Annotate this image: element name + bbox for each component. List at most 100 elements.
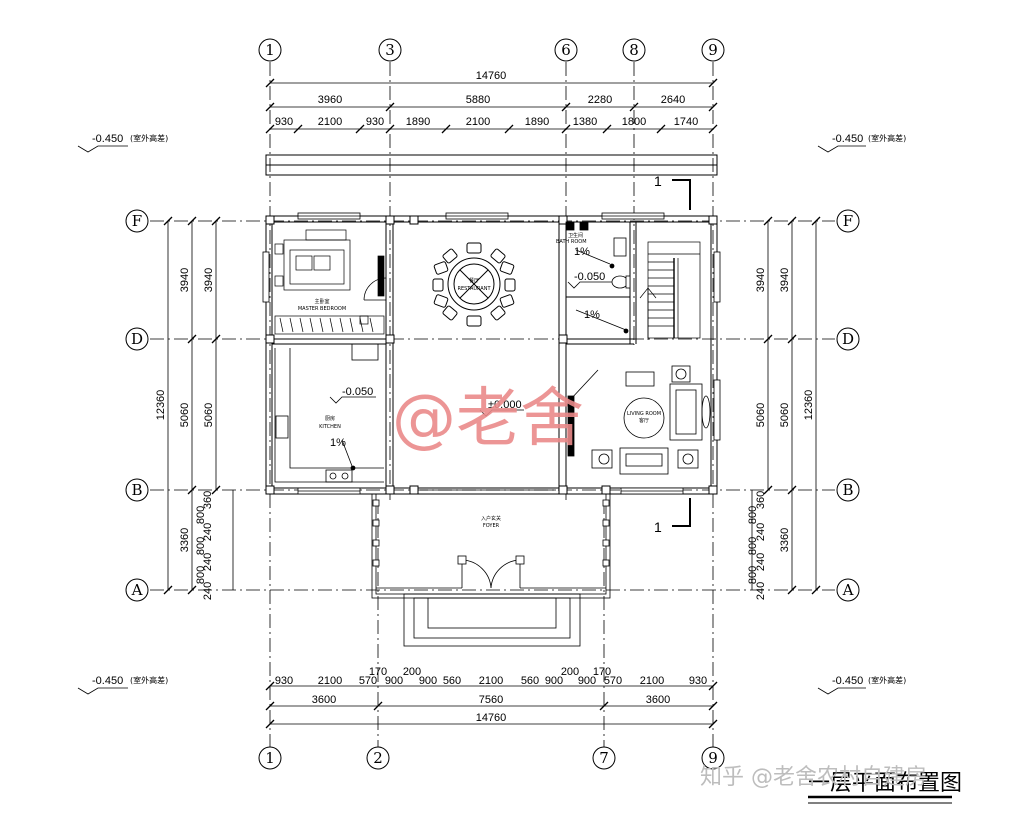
section-mark-top xyxy=(672,179,691,210)
bottom-dim-row1: 560 xyxy=(521,675,539,687)
room-label-living-cn: 客厅 xyxy=(639,417,649,424)
svg-text:-0.050: -0.050 xyxy=(574,271,605,283)
svg-text:-0.450: -0.450 xyxy=(92,133,123,145)
top-dim-row2: 2640 xyxy=(661,94,685,106)
svg-text:-0.050: -0.050 xyxy=(342,386,373,398)
bottom-dim-row1: 930 xyxy=(275,675,293,687)
bottom-dim-row1: 900 xyxy=(545,675,563,687)
svg-text:F: F xyxy=(843,212,853,230)
bottom-dim-small: 200 xyxy=(403,666,421,678)
room-label-foyer-en: FOYER xyxy=(483,523,500,529)
right-dim-row2: 5060 xyxy=(779,403,791,427)
outside-level-marker-tr: -0.450 (室外高差) xyxy=(817,133,906,153)
svg-text:8: 8 xyxy=(629,41,639,59)
axis-bubbles-left: F D B A xyxy=(125,209,149,602)
room-label-foyer-cn: 入户玄关 xyxy=(481,515,501,522)
bottom-dim-small: 200 xyxy=(561,666,579,678)
outside-level-marker-bl: -0.450 (室外高差) xyxy=(77,675,168,695)
right-dim-stack: 240 xyxy=(755,553,767,571)
bath-slope-2: 1% xyxy=(584,309,600,321)
kitchen-level-marker: -0.050 xyxy=(329,386,376,404)
brand-watermark: 知乎 @老舍农村自建房 xyxy=(700,765,927,790)
top-dim-row2: 2280 xyxy=(588,94,612,106)
axis-bubble-B-right: B xyxy=(836,478,860,502)
room-label-dining-en: RESTAURANT xyxy=(457,286,491,292)
room-label-dining-cn: 餐厅 xyxy=(469,277,479,284)
bottom-dim-row1: 2100 xyxy=(640,675,664,687)
svg-text:D: D xyxy=(842,330,854,348)
room-label-bedroom-cn: 主卧室 xyxy=(314,298,329,305)
top-dim-row3: 930 xyxy=(366,116,384,128)
bottom-dim-row1: 2100 xyxy=(479,675,503,687)
room-label-bath-cn: 卫生间 xyxy=(568,232,583,239)
top-dim-row3: 1800 xyxy=(622,116,646,128)
right-dim-row3: 3940 xyxy=(755,268,767,292)
axis-bubbles-top: 1 3 6 8 9 xyxy=(258,38,725,62)
svg-text:(室外高差): (室外高差) xyxy=(868,675,906,685)
top-dim-row3: 1380 xyxy=(573,116,597,128)
room-label-bedroom-en: MASTER BEDROOM xyxy=(298,306,346,312)
room-label-living-en: LIVING ROOM xyxy=(627,411,661,417)
floor-level-marker: ±0.000 xyxy=(479,399,524,417)
axis-bubble-9-bottom: 9 xyxy=(701,746,725,770)
right-dim-stack: 240 xyxy=(755,523,767,541)
top-dim-row2: 5880 xyxy=(466,94,490,106)
top-dim-row3: 1890 xyxy=(525,116,549,128)
left-dim-total: 12360 xyxy=(155,390,167,421)
axis-bubble-B-left: B xyxy=(125,478,149,502)
right-dim-total: 12360 xyxy=(803,390,815,421)
top-dim-row3: 2100 xyxy=(466,116,490,128)
left-dim-row2: 3360 xyxy=(179,528,191,552)
outside-level-marker-br: -0.450 (室外高差) xyxy=(817,675,906,695)
svg-text:D: D xyxy=(131,330,143,348)
room-label-kitchen-cn: 厨房 xyxy=(325,415,335,422)
bottom-dim-row1: 570 xyxy=(604,675,622,687)
top-dim-row3: 1740 xyxy=(674,116,698,128)
foyer-porch xyxy=(371,489,611,647)
axis-bubbles-bottom: 1 2 7 9 xyxy=(258,746,725,770)
svg-text:1: 1 xyxy=(265,749,275,767)
svg-text:(室外高差): (室外高差) xyxy=(130,133,168,143)
svg-text:(室外高差): (室外高差) xyxy=(868,133,906,143)
axis-bubble-6-top: 6 xyxy=(554,38,578,62)
windows xyxy=(262,212,721,495)
room-label-bath-en: BATH ROOM xyxy=(556,239,587,245)
right-dim-row3: 5060 xyxy=(755,403,767,427)
top-dim-total: 14760 xyxy=(476,70,507,82)
right-dim-stack: 800 xyxy=(747,506,759,524)
left-dim-stack: 240 xyxy=(202,523,214,541)
svg-text:1: 1 xyxy=(265,41,275,59)
svg-text:-0.450: -0.450 xyxy=(832,675,863,687)
bottom-dimensions xyxy=(265,681,718,729)
svg-text:9: 9 xyxy=(708,749,718,767)
left-dim-row2: 5060 xyxy=(179,403,191,427)
staircase xyxy=(639,241,701,340)
svg-text:(室外高差): (室外高差) xyxy=(130,675,168,685)
axis-bubble-1-top: 1 xyxy=(258,38,282,62)
section-label-bottom: 1 xyxy=(654,519,662,535)
svg-text:3: 3 xyxy=(385,41,395,59)
top-dim-row3: 2100 xyxy=(318,116,342,128)
left-dim-row3: 5060 xyxy=(203,403,215,427)
svg-text:-0.450: -0.450 xyxy=(92,675,123,687)
kitchen-slope: 1% xyxy=(330,437,346,449)
side-dimensions xyxy=(163,216,821,595)
watermark: @老舍 xyxy=(392,382,584,456)
bottom-dim-total: 14760 xyxy=(476,712,507,724)
columns xyxy=(265,215,718,495)
axis-bubble-2-bottom: 2 xyxy=(366,746,390,770)
kitchen-fixtures xyxy=(274,343,384,483)
svg-text:9: 9 xyxy=(708,41,718,59)
right-dim-stack: 800 xyxy=(747,566,759,584)
bottom-dim-row1: 900 xyxy=(385,675,403,687)
top-dim-row3: 930 xyxy=(275,116,293,128)
section-mark-bottom xyxy=(672,498,691,527)
right-dim-stack: 360 xyxy=(755,491,767,509)
left-dim-stack: 240 xyxy=(202,553,214,571)
outside-level-marker-tl: -0.450 (室外高差) xyxy=(77,133,168,153)
right-dim-stack: 800 xyxy=(747,537,759,555)
axis-bubble-A-right: A xyxy=(836,578,860,602)
axis-bubble-3-top: 3 xyxy=(378,38,402,62)
bathroom-fixtures xyxy=(565,221,631,334)
room-label-kitchen-en: KITCHEN xyxy=(319,424,341,430)
